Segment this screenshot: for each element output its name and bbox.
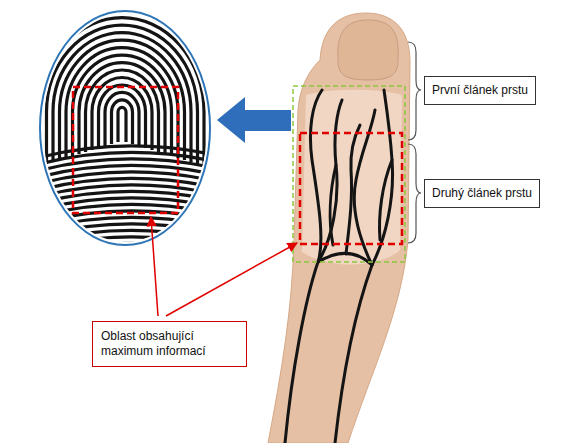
info-region-fingerprint [73,87,178,213]
label-text: Oblast obsahující maximum informací [101,329,221,359]
segment-label: Druhý článek prstu [424,179,540,208]
ridge [60,40,185,160]
ridge [118,107,126,142]
finger [268,13,410,443]
ridge [40,18,204,166]
brackets [408,42,421,243]
ridge [30,237,220,251]
label-text: Druhý článek prstu [432,186,532,201]
label-text: První článek prstu [432,83,528,98]
leader-lines [151,217,297,316]
ridge [86,70,159,152]
callout-box: Oblast obsahující maximum informací [92,321,247,367]
ridge [34,10,211,168]
direction-arrow [217,97,291,143]
ridge [92,78,152,150]
ridge [79,63,165,154]
ridge [47,25,198,164]
finger-veins [285,90,393,443]
ridge [73,55,172,156]
ridge [105,92,139,146]
ridge [30,243,220,257]
ridge [66,48,178,158]
info-region-finger [300,133,402,244]
segment-label: První článek prstu [424,76,536,105]
ridge [30,250,220,264]
fingerprint [21,0,224,264]
fingernail [338,20,398,80]
ridge [112,100,133,144]
finger-region [293,86,405,262]
ridge [99,85,146,148]
